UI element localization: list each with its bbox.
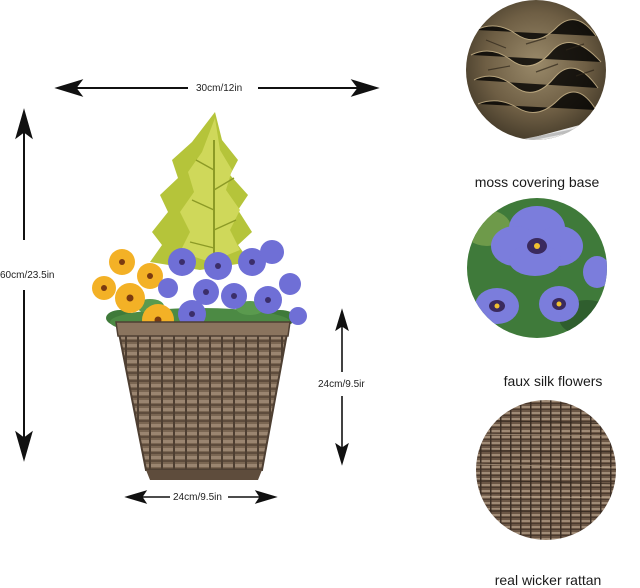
wicker-texture-icon [476,400,616,540]
flowers-closeup [467,198,607,338]
feature-caption-moss: moss covering base [474,174,600,190]
moss-closeup [466,0,606,140]
basket-height-dimension-label: 24cm/9.5ir [318,379,365,390]
feature-caption-flowers: faux silk flowers [503,373,603,389]
pansy-closeup-icon [467,198,607,338]
purple-pansies [158,240,307,328]
wicker-basket [115,321,291,480]
wicker-closeup [476,400,616,540]
feature-caption-wicker: real wicker rattan [494,572,602,588]
width-dimension-label: 30cm/12in [196,83,243,94]
dimension-arrows [15,79,380,504]
conifer-plant [150,112,252,270]
basket-width-dimension-label: 24cm/9.5in [173,492,222,503]
moss-texture-icon [466,0,606,140]
height-dimension-label: 60cm/23.5in [0,270,55,281]
